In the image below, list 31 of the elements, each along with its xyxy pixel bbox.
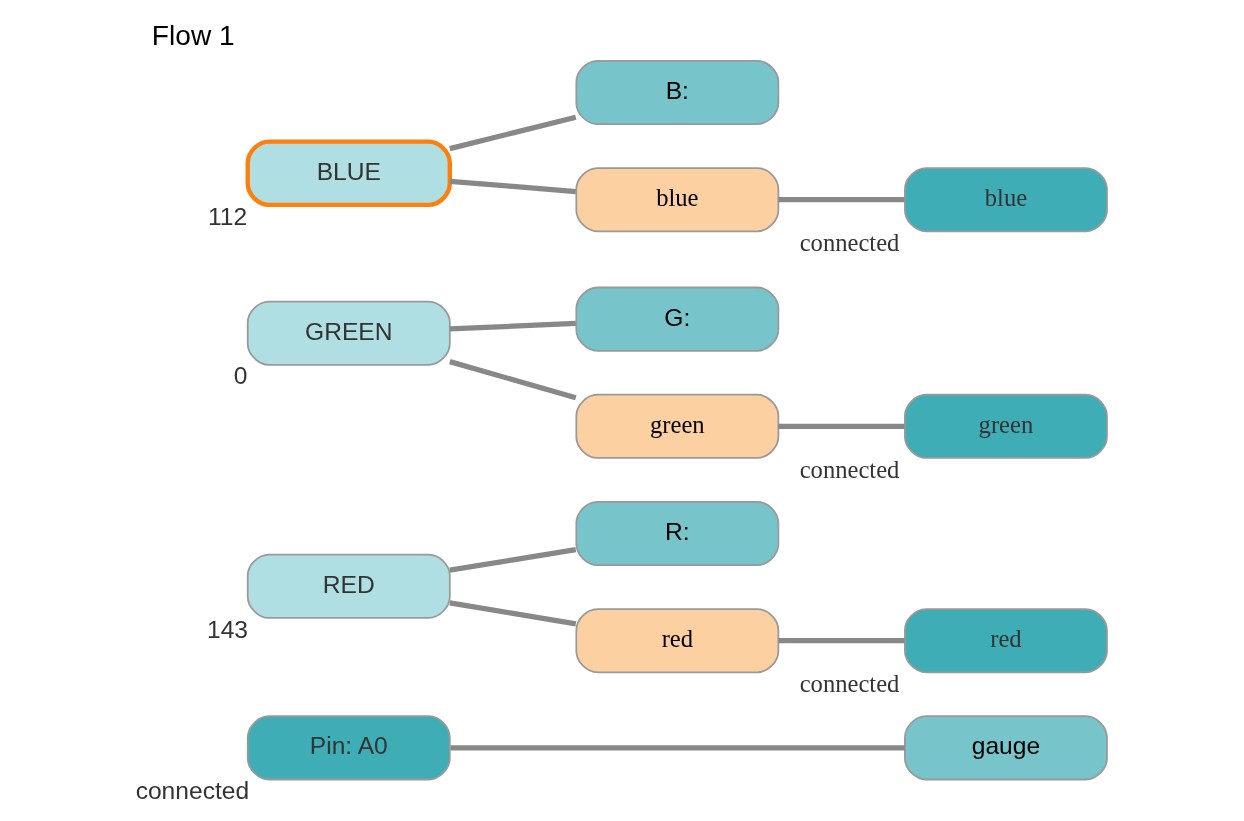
connector xyxy=(778,197,905,203)
node-label: 112 xyxy=(207,202,248,230)
connector xyxy=(449,320,576,332)
node-label: 143 xyxy=(207,615,249,643)
node-label: 0 xyxy=(233,362,248,390)
node-box: Pin: A0 xyxy=(246,715,451,781)
node-box: gauge xyxy=(904,715,1108,781)
connector xyxy=(449,178,576,195)
node-box: red xyxy=(904,608,1108,674)
connector xyxy=(778,638,905,644)
node-label: connected xyxy=(799,455,900,483)
node-label: connected xyxy=(799,669,900,697)
node-label: connected xyxy=(799,228,900,256)
node-box: R: xyxy=(575,501,780,566)
node-box: G: xyxy=(575,286,780,352)
diagram-title: Flow 1 xyxy=(151,19,235,51)
connector xyxy=(449,359,577,401)
node-box: blue xyxy=(575,167,780,233)
connector xyxy=(450,745,905,751)
connector xyxy=(778,423,905,429)
node-box: blue xyxy=(904,167,1108,233)
connector xyxy=(449,114,577,152)
node-box: B: xyxy=(575,59,780,125)
node-box: GREEN xyxy=(246,300,451,366)
node-box: green xyxy=(575,393,780,459)
node-box: green xyxy=(904,393,1108,459)
node-box: RED xyxy=(246,553,451,619)
node-box: BLUE xyxy=(245,139,452,208)
node-box: red xyxy=(575,608,780,674)
connector xyxy=(449,600,577,627)
connector xyxy=(449,547,577,573)
